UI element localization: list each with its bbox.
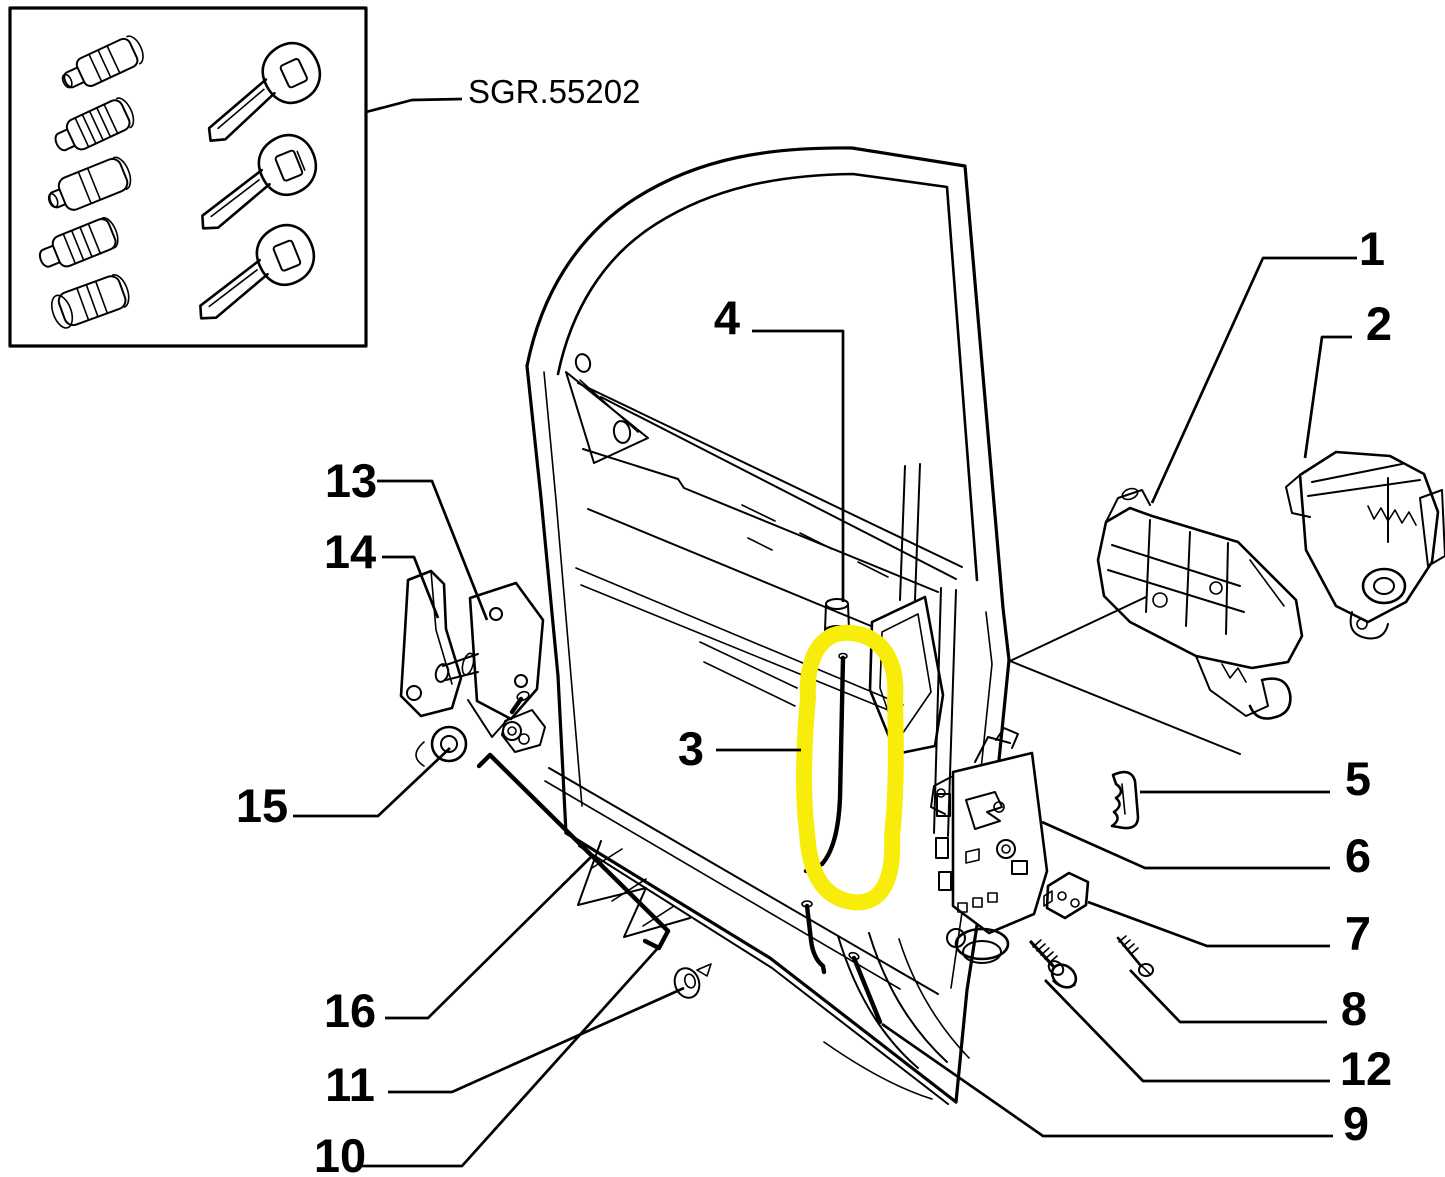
callout-7-leader — [1087, 900, 1330, 948]
lock-cylinders-group — [38, 35, 144, 329]
lower-lock-rods — [801, 900, 883, 1025]
keys-group — [199, 41, 322, 320]
callout-16-leader — [385, 855, 593, 1020]
callout-2-leader — [1303, 335, 1352, 459]
part-15-grommet — [430, 725, 468, 763]
callout-11-leader — [388, 986, 685, 1094]
callout-16-label: 16 — [324, 984, 376, 1037]
callout-4-label: 4 — [714, 291, 740, 344]
callout-14-label: 14 — [324, 525, 376, 578]
callout-12-leader — [1044, 979, 1330, 1083]
callout-5-label: 5 — [1345, 752, 1371, 805]
key-icon — [201, 133, 318, 230]
lock-cylinder-icon — [47, 156, 132, 211]
part-13-striker — [434, 581, 545, 741]
part-3-lock-rod — [803, 652, 848, 874]
callout-14-leader — [382, 555, 440, 619]
rod-guide-clamp — [501, 690, 546, 753]
reference-label-group: SGR.55202 — [365, 73, 640, 114]
highlight-marker-ellipse — [796, 624, 904, 911]
part-11-clip-pin — [673, 963, 712, 999]
key-icon — [199, 223, 316, 320]
lock-cylinder-icon — [54, 97, 135, 152]
lock-cylinder-icon — [61, 35, 144, 89]
part-2-outer-handle-mechanism — [1285, 450, 1445, 640]
part-5-clip — [1110, 770, 1140, 830]
part-8-screw-pin — [1116, 935, 1154, 977]
callout-3-label: 3 — [678, 722, 704, 775]
key-icon — [207, 41, 322, 142]
lock-cylinder-icon — [38, 217, 119, 268]
callout-6-label: 6 — [1345, 829, 1371, 882]
callout-1-leader — [1150, 256, 1357, 504]
lock-cylinder-icon — [50, 274, 130, 329]
window-frame — [525, 146, 1005, 610]
callout-9-leader — [881, 1022, 1333, 1138]
part-1-inner-handle-frame — [1096, 487, 1304, 720]
part-7-bracket — [1043, 871, 1090, 920]
callout-6-leader — [1041, 820, 1330, 870]
callout-10-label: 10 — [314, 1129, 366, 1177]
callout-15-leader — [293, 747, 451, 818]
inset-box-border — [8, 6, 368, 348]
callout-10-leader — [360, 948, 659, 1168]
part-16-link-rod — [476, 752, 671, 951]
part-12-bolt — [1029, 939, 1078, 989]
callout-15-label: 15 — [236, 779, 288, 832]
callout-1-label: 1 — [1359, 222, 1385, 275]
callout-9-label: 9 — [1343, 1097, 1369, 1150]
callout-13-leader — [377, 479, 489, 621]
reference-label: SGR.55202 — [468, 73, 640, 110]
callout-12-label: 12 — [1340, 1042, 1392, 1095]
callout-4-leader — [752, 329, 845, 602]
part-6-latch-assembly — [930, 727, 1049, 964]
callout-13-label: 13 — [325, 454, 377, 507]
callout-11-label: 11 — [325, 1058, 375, 1111]
door-panel-drawing — [525, 146, 1241, 1105]
callout-2-label: 2 — [1366, 297, 1392, 350]
callout-8-label: 8 — [1341, 982, 1367, 1035]
inset-key-set-box — [8, 6, 368, 348]
callout-7-label: 7 — [1345, 907, 1371, 960]
reference-leader-line — [365, 97, 463, 114]
callout-8-leader — [1129, 969, 1327, 1024]
